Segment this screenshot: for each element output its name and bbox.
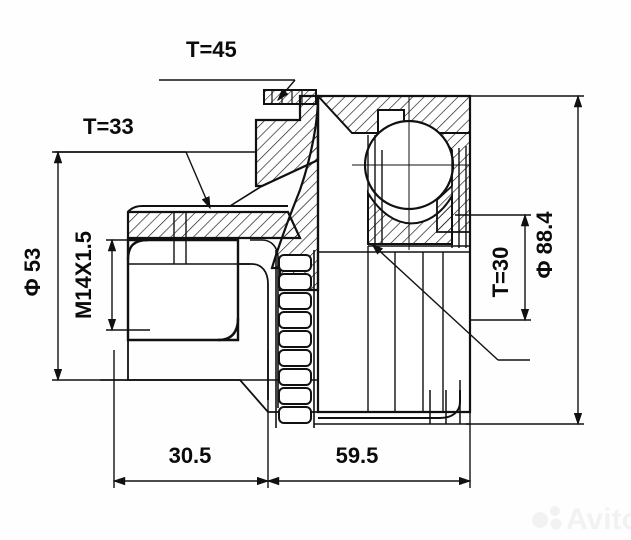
housing-hatch-upper	[315, 95, 471, 134]
dimension-lines	[52, 79, 584, 488]
label-t33: T=33	[83, 114, 134, 139]
upper-step-profile	[182, 151, 265, 207]
label-t30: T=30	[488, 247, 513, 298]
flange-band-top-curve	[127, 205, 288, 213]
housing-inner-bore-lines	[367, 245, 470, 412]
label-phi88-4: Φ 88.4	[532, 211, 557, 279]
shaft-nut-block	[126, 238, 240, 342]
watermark-text: Avito	[566, 503, 631, 536]
leader-t45-diagonal	[277, 79, 296, 102]
label-t45: T=45	[186, 37, 237, 62]
watermark-dot-2	[550, 506, 560, 516]
label-length-30-5: 30.5	[169, 443, 212, 468]
dimension-text-group: T=45 T=33 Φ 53 M14X1.5 T=30 Φ 88.4 30.5 …	[20, 37, 557, 468]
leader-t33-diagonal	[185, 151, 211, 210]
housing-bottom-right-cap	[429, 380, 461, 424]
inner-race-step-left	[367, 135, 383, 245]
inner-race-step-right	[451, 146, 467, 248]
avito-watermark: Avito	[532, 503, 631, 536]
label-m14x15: M14X1.5	[71, 231, 96, 319]
watermark-dot-1	[532, 512, 548, 528]
label-length-59-5: 59.5	[336, 443, 379, 468]
knurl-block-t45	[263, 89, 317, 105]
boot-transition-curve-2	[250, 239, 279, 408]
watermark-dot-3	[550, 518, 562, 530]
shaft-nut-rounded-corner-b	[217, 317, 240, 342]
spline-groove-ladder	[278, 254, 312, 424]
label-phi53: Φ 53	[20, 248, 45, 297]
leader-t30-diagonal	[370, 243, 499, 361]
boot-transition-curve	[238, 263, 269, 400]
flange-band-hatched	[126, 210, 302, 240]
